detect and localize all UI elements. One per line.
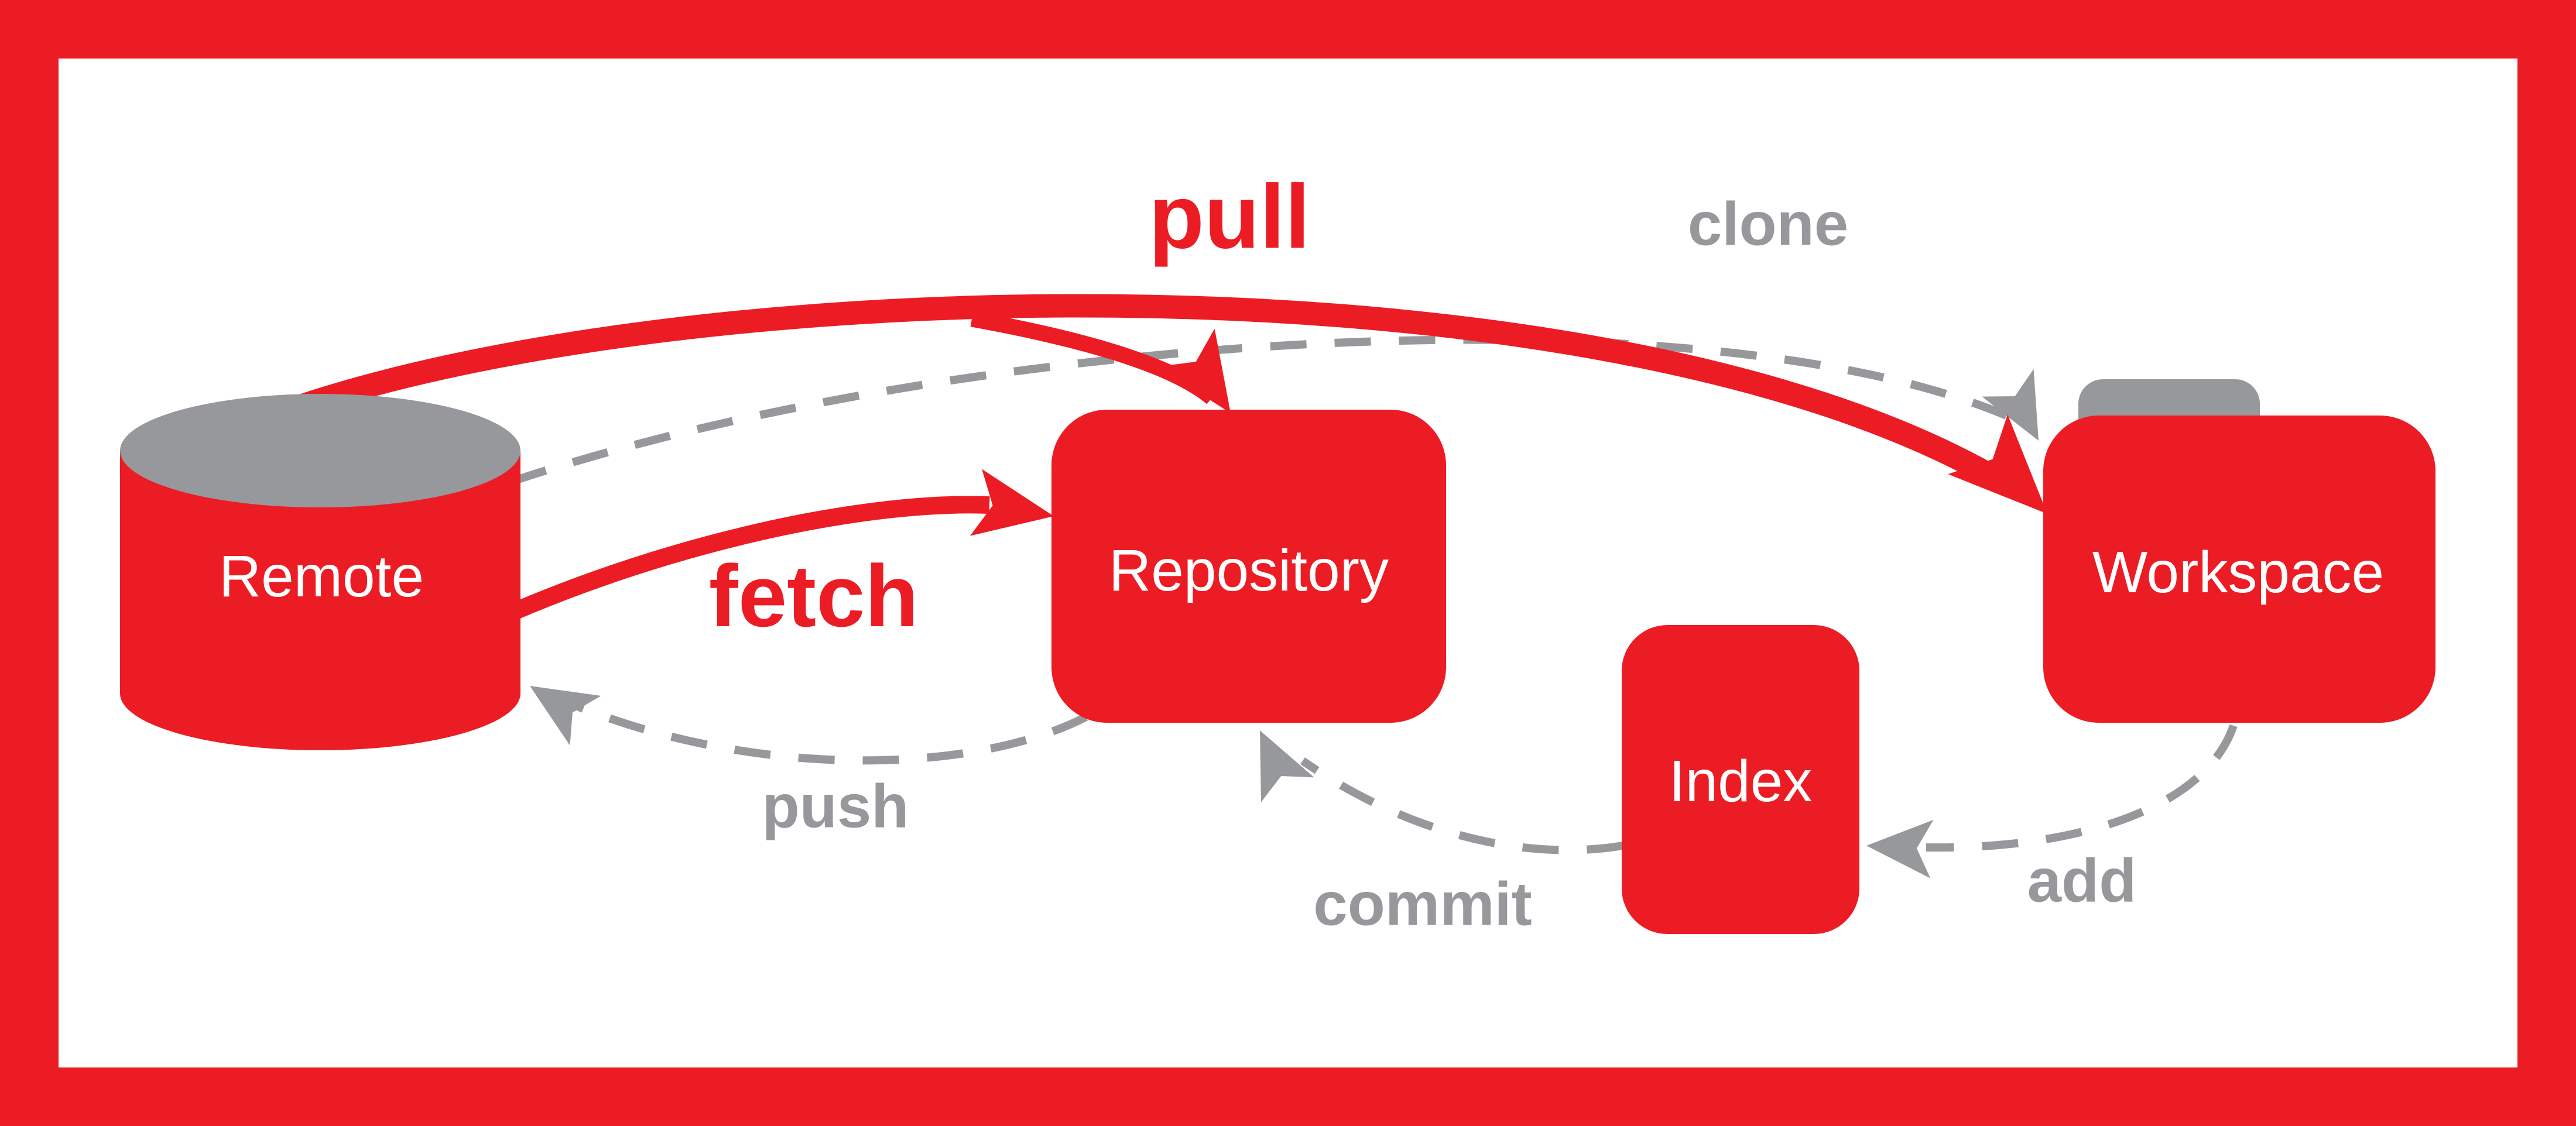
pull-arrowhead-icon <box>1948 414 2047 514</box>
remote-cylinder-bottom <box>120 637 520 750</box>
add-label: add <box>2027 847 2137 915</box>
workspace-label: Workspace <box>2092 540 2384 605</box>
commit-label: commit <box>1313 870 1532 939</box>
node-remote <box>120 394 520 750</box>
clone-arrowhead-icon <box>1982 369 2039 441</box>
workspace-box <box>2043 416 2435 723</box>
clone-label: clone <box>1688 190 1848 259</box>
remote-label: Remote <box>219 544 424 609</box>
pull-arrow-line <box>187 294 2015 496</box>
index-label: Index <box>1669 749 1813 814</box>
add-arrow-line <box>1926 724 2238 852</box>
push-arrowhead-icon <box>530 686 601 746</box>
remote-cylinder-top <box>120 394 520 507</box>
repository-label: Repository <box>1109 538 1389 603</box>
commit-arrowhead-icon <box>1260 730 1314 802</box>
pull-branch-arrowhead-icon <box>1158 328 1231 413</box>
fetch-label: fetch <box>709 547 919 645</box>
push-label: push <box>762 773 909 841</box>
fetch-arrowhead-icon <box>970 469 1054 536</box>
node-workspace <box>2043 379 2435 723</box>
node-index <box>1622 625 1859 934</box>
fetch-arrow-line <box>496 496 990 626</box>
repository-box <box>1051 410 1446 723</box>
index-box <box>1622 625 1859 934</box>
add-arrowhead-icon <box>1866 819 1934 878</box>
pull-label: pull <box>1149 166 1310 267</box>
node-repository <box>1051 410 1446 723</box>
commit-arrow-line <box>1300 757 1624 854</box>
clone-arrow-line <box>449 335 2022 507</box>
push-arrow-line <box>546 689 1088 765</box>
